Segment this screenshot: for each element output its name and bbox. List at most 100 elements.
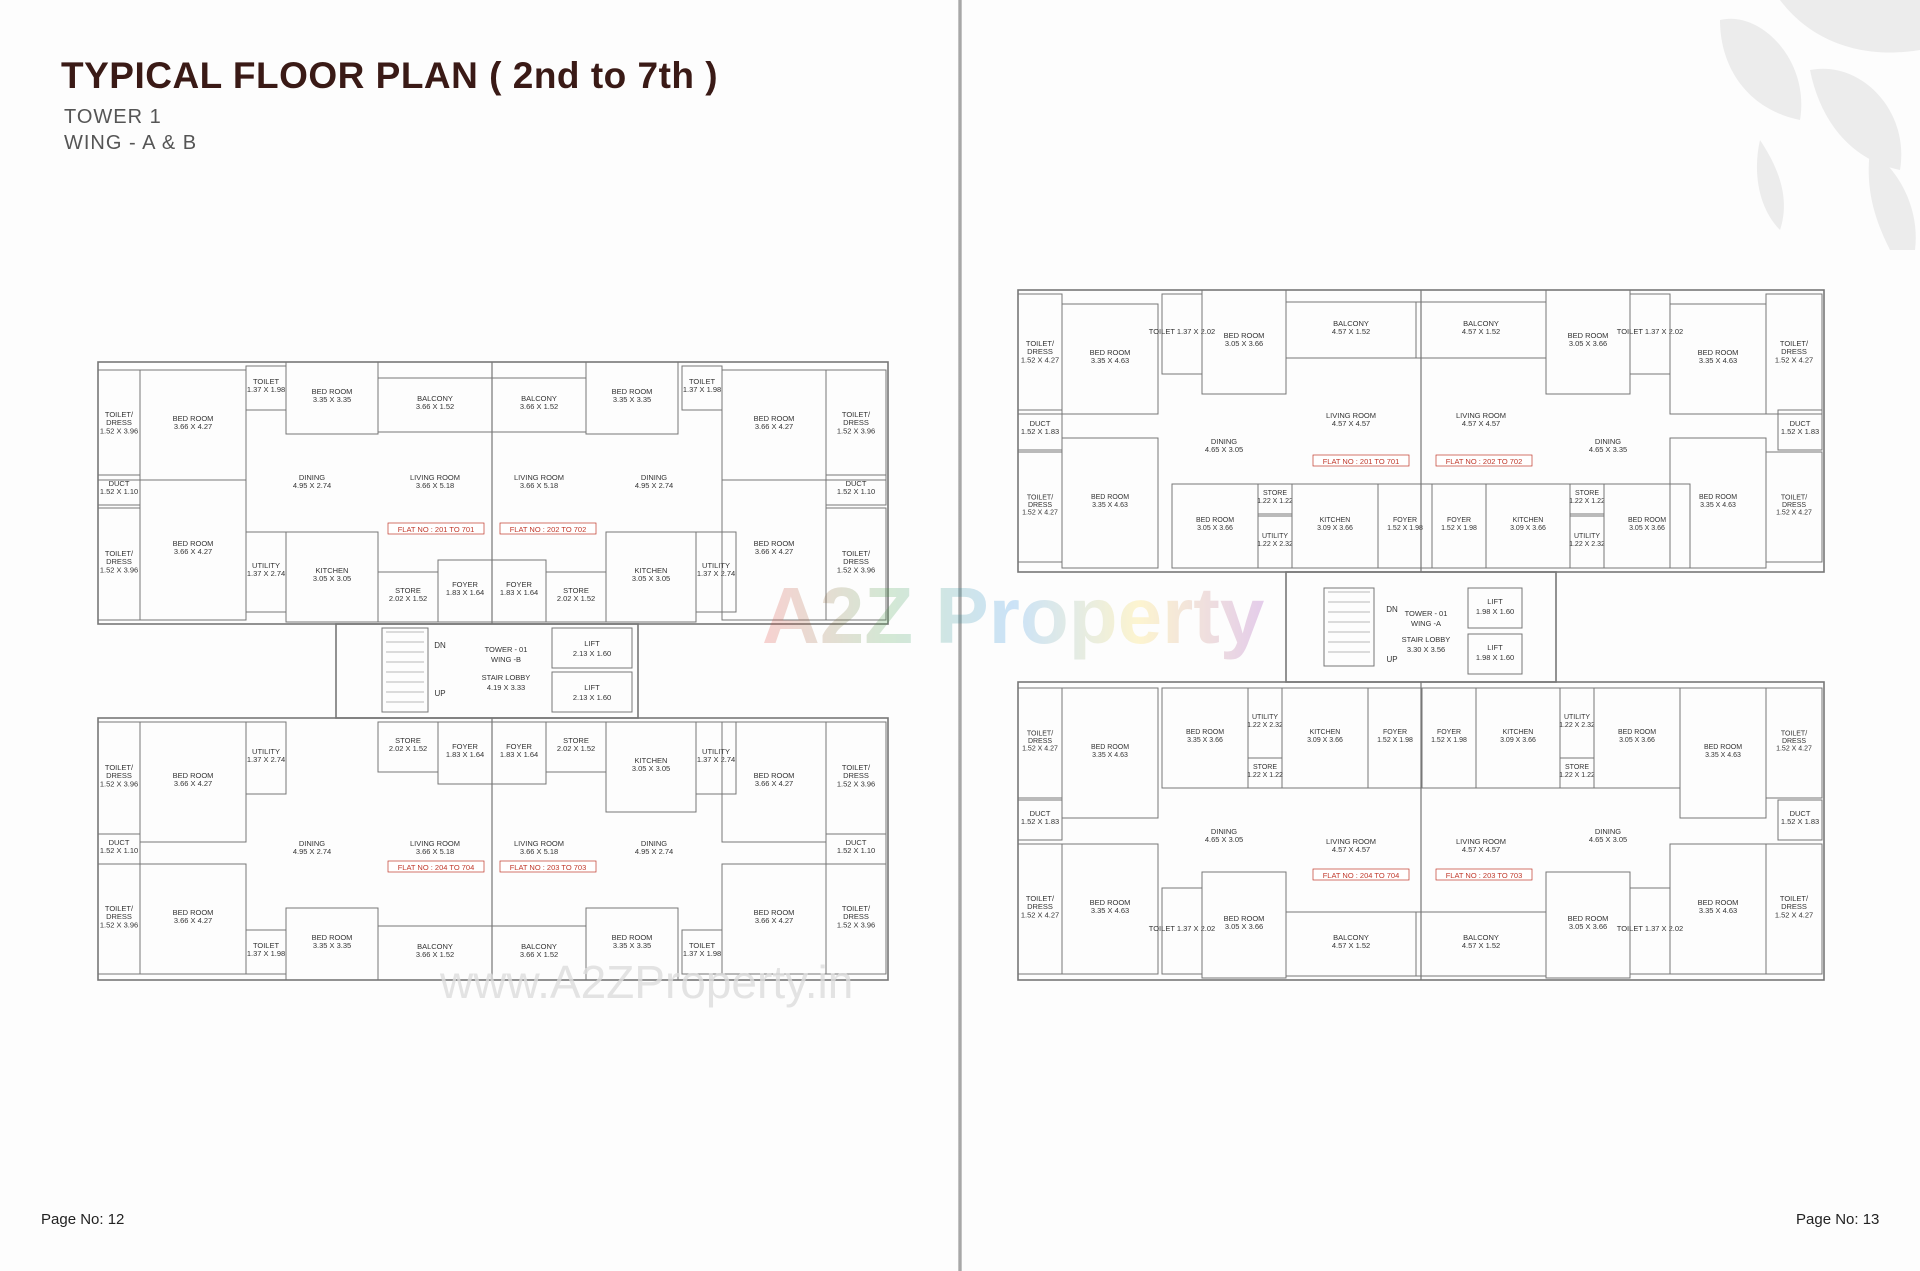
core-outline — [335, 623, 639, 719]
flat-number-box — [387, 860, 485, 873]
room-wall — [825, 863, 887, 975]
book-spine — [958, 0, 962, 1271]
lift-label: LIFT — [584, 683, 600, 692]
room-wall — [1061, 303, 1159, 415]
room-label-bottom-row: TOILET 1.37 X 2.02 — [1149, 924, 1215, 933]
tower-label: TOWER 1 — [64, 106, 162, 128]
left-page — [0, 0, 958, 1271]
duct-wall — [1777, 799, 1823, 841]
room-label-bottom-row: TOILET 1.37 X 2.02 — [1617, 924, 1683, 933]
lift-label: LIFT — [1487, 597, 1503, 606]
flat-number-label: FLAT NO : 204 TO 704 — [398, 863, 475, 872]
stair-wall — [1323, 587, 1375, 667]
lift-dim: 2.13 X 1.60 — [573, 649, 611, 658]
flat-number-box — [387, 522, 485, 535]
stair-dn-label: DN — [1386, 605, 1398, 614]
room-wall — [695, 721, 737, 795]
page-number-right: Page No: 13 — [1796, 1211, 1880, 1228]
flat-number-label: FLAT NO : 204 TO 704 — [1323, 871, 1400, 880]
room-wall — [1061, 843, 1159, 975]
core-lobby-dim: 4.19 X 3.33 — [487, 683, 525, 692]
flat-number-label: FLAT NO : 201 TO 701 — [1323, 457, 1400, 466]
room-wall — [1765, 843, 1823, 975]
room-wall — [825, 507, 887, 621]
room-wall — [139, 863, 247, 975]
flat-number-label: FLAT NO : 202 TO 702 — [1446, 457, 1523, 466]
flat-number-box — [1435, 454, 1533, 467]
lift-wall — [1467, 633, 1523, 675]
lift-label: LIFT — [1487, 643, 1503, 652]
core-lobby-label: STAIR LOBBY — [1402, 635, 1451, 644]
page-title: TYPICAL FLOOR PLAN ( 2nd to 7th ) — [61, 55, 719, 96]
flat-number-label: FLAT NO : 203 TO 703 — [510, 863, 587, 872]
duct-wall — [1017, 799, 1063, 841]
room-wall — [1765, 293, 1823, 415]
flat-number-box — [1435, 868, 1533, 881]
room-wall — [245, 721, 287, 795]
lift-dim: 1.98 X 1.60 — [1476, 607, 1514, 616]
flat-number-box — [499, 860, 597, 873]
core-tower-label: TOWER - 01 — [485, 645, 528, 654]
